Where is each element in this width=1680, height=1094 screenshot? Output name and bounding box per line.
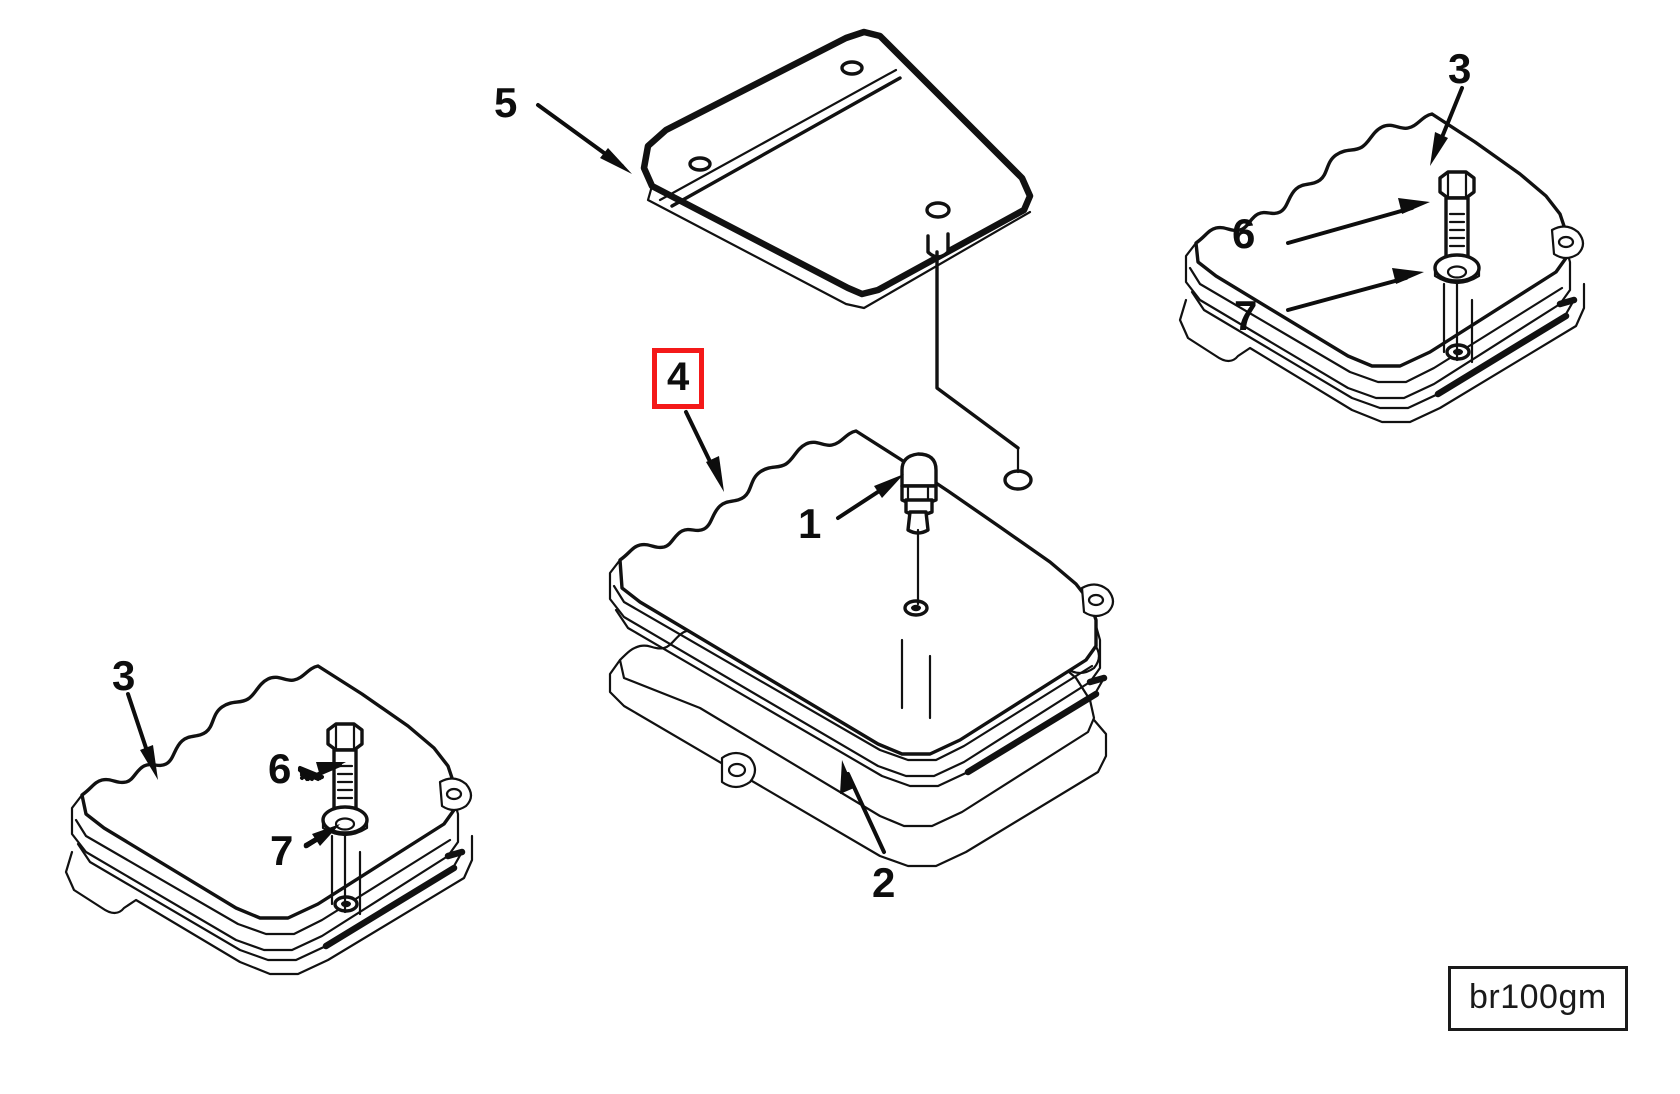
leader-5 [536,103,632,174]
leader-4 [684,410,724,492]
callout-7-left: 7 [270,827,294,874]
part-left-cover-assembly [64,664,474,976]
leader-1 [836,474,904,520]
leader-3-left [126,692,158,780]
leader-2 [840,760,886,854]
callout-2: 2 [872,859,896,906]
callout-7-right: 7 [1234,292,1258,339]
leader-7-left [304,824,340,848]
part-right-cover-assembly [1178,112,1586,424]
figure-id-box: br100gm [1448,966,1628,1031]
part-top-plate [640,28,1034,310]
callout-6-right: 6 [1232,210,1256,257]
callout-6-left: 6 [268,745,292,792]
part-center-cover [608,429,1115,788]
callout-3-bottom-left: 3 [112,652,136,699]
part-right-washer [1433,253,1481,285]
leader-7-right [1286,268,1424,312]
part-filler-plug [900,452,938,606]
callout-1: 1 [798,500,822,547]
callout-4-highlighted[interactable]: 4 [652,348,705,409]
leader-6-right [1286,198,1430,245]
callout-3-top-right: 3 [1448,45,1472,92]
figure-id-text: br100gm [1469,978,1607,1016]
callout-5: 5 [494,79,518,126]
leader-6-left [298,762,346,781]
leader-3-right [1430,86,1464,166]
alignment-line-plate-to-cover [935,250,1033,491]
